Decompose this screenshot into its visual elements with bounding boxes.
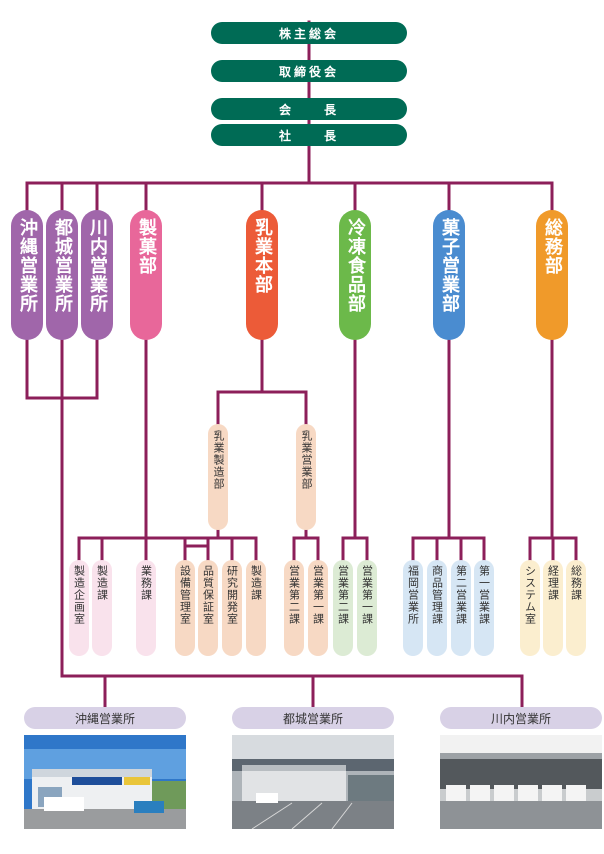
section-quality-assurance: 品質保証室 xyxy=(198,560,218,656)
subdiv-label: 乳業製造部 xyxy=(212,430,225,490)
section-label: 営業第一課 xyxy=(311,565,325,625)
dept-dairy-hq: 乳業本部 xyxy=(246,210,278,340)
dept-label: 沖縄営業所 xyxy=(17,218,38,313)
section-label: 商品管理課 xyxy=(430,565,444,625)
section-label: 設備管理室 xyxy=(178,565,192,625)
section-general: 総務課 xyxy=(566,560,586,656)
section-dairy-mfg: 製造課 xyxy=(246,560,266,656)
office-label-text: 沖縄営業所 xyxy=(74,711,135,726)
section-dairy-sales-2: 営業第二課 xyxy=(284,560,304,656)
section-label: 製造課 xyxy=(249,565,263,601)
board-of-directors-box: 取締役会 xyxy=(211,60,407,82)
section-product-mgmt: 商品管理課 xyxy=(427,560,447,656)
chairman-box: 会 長 xyxy=(211,98,407,120)
section-systems: システム室 xyxy=(520,560,540,656)
office-photo-sendai xyxy=(440,735,602,829)
chairman-label: 会 長 xyxy=(278,102,339,117)
shareholders-meeting-label: 株主総会 xyxy=(278,26,339,41)
office-label-text: 都城営業所 xyxy=(282,711,343,726)
dept-confectionery-mfg: 製菓部 xyxy=(130,210,162,340)
dept-label: 冷凍食品部 xyxy=(345,218,366,313)
office-label-text: 川内営業所 xyxy=(490,711,551,726)
dept-miyakonojo-office: 都城営業所 xyxy=(46,210,78,340)
subdiv-label: 乳業営業部 xyxy=(300,430,313,490)
dept-frozen-foods: 冷凍食品部 xyxy=(339,210,371,340)
section-label: 第一営業課 xyxy=(477,565,491,625)
president-box: 社 長 xyxy=(211,124,407,146)
dept-label: 乳業本部 xyxy=(252,218,273,294)
section-mfg-planning: 製造企画室 xyxy=(69,560,89,656)
office-photo-okinawa xyxy=(24,735,186,829)
section-label: 業務課 xyxy=(139,565,153,601)
section-label: 製造課 xyxy=(95,565,109,601)
dept-label: 総務部 xyxy=(542,218,563,275)
section-fukuoka-office: 福岡営業所 xyxy=(403,560,423,656)
dept-label: 製菓部 xyxy=(136,218,157,275)
dept-label: 菓子営業部 xyxy=(439,218,460,313)
section-research-dev: 研究開発室 xyxy=(222,560,242,656)
section-label: 総務課 xyxy=(569,565,583,601)
section-frozen-sales-1: 営業第一課 xyxy=(357,560,377,656)
section-label: システム室 xyxy=(523,565,537,625)
president-label: 社 長 xyxy=(278,128,339,143)
office-photo-miyakonojo xyxy=(232,735,394,829)
shareholders-meeting-box: 株主総会 xyxy=(211,22,407,44)
office-label-miyakonojo: 都城営業所 xyxy=(232,707,394,729)
section-label: 製造企画室 xyxy=(72,565,86,625)
section-label: 営業第二課 xyxy=(336,565,350,625)
section-label: 営業第一課 xyxy=(360,565,374,625)
section-sales-2: 第二営業課 xyxy=(451,560,471,656)
section-label: 福岡営業所 xyxy=(406,565,420,625)
section-facilities: 設備管理室 xyxy=(175,560,195,656)
section-sales-1: 第一営業課 xyxy=(474,560,494,656)
dept-sendai-office: 川内営業所 xyxy=(81,210,113,340)
section-label: 研究開発室 xyxy=(225,565,239,625)
section-label: 経理課 xyxy=(546,565,560,601)
section-label: 第二営業課 xyxy=(454,565,468,625)
dept-label: 都城営業所 xyxy=(52,218,73,313)
section-mfg: 製造課 xyxy=(92,560,112,656)
dept-okinawa-office: 沖縄営業所 xyxy=(11,210,43,340)
section-frozen-sales-2: 営業第二課 xyxy=(333,560,353,656)
dept-general-affairs: 総務部 xyxy=(536,210,568,340)
subdiv-dairy-sales: 乳業営業部 xyxy=(296,424,316,530)
office-label-okinawa: 沖縄営業所 xyxy=(24,707,186,729)
section-label: 営業第二課 xyxy=(287,565,301,625)
dept-confectionery-sales: 菓子営業部 xyxy=(433,210,465,340)
subdiv-dairy-manufacturing: 乳業製造部 xyxy=(208,424,228,530)
section-dairy-sales-1: 営業第一課 xyxy=(308,560,328,656)
dept-label: 川内営業所 xyxy=(87,218,108,313)
board-of-directors-label: 取締役会 xyxy=(278,64,339,79)
office-label-sendai: 川内営業所 xyxy=(440,707,602,729)
section-label: 品質保証室 xyxy=(201,565,215,625)
section-accounting: 経理課 xyxy=(543,560,563,656)
section-operations: 業務課 xyxy=(136,560,156,656)
